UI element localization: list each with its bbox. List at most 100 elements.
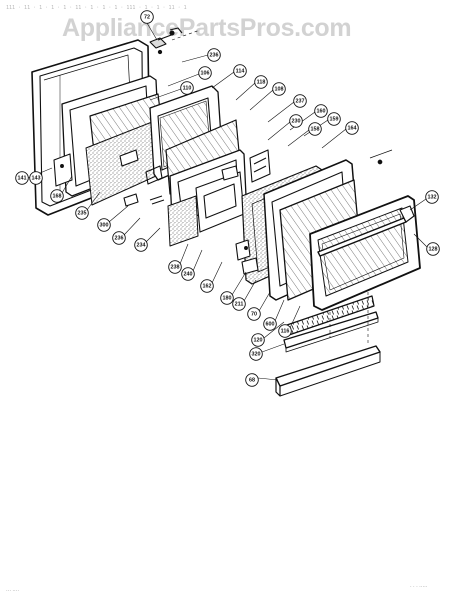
callout-circle bbox=[220, 291, 234, 305]
callout-c70: 70 bbox=[247, 307, 261, 321]
callout-label: 168 bbox=[53, 193, 62, 199]
leader-lines bbox=[27, 22, 428, 381]
leader-line bbox=[145, 227, 161, 243]
callout-circle bbox=[29, 171, 43, 185]
leader-line bbox=[231, 271, 247, 296]
callout-circle bbox=[180, 81, 194, 95]
callout-c72: 72 bbox=[140, 10, 154, 24]
callout-c132: 132 bbox=[425, 190, 439, 204]
bottom-trim-68 bbox=[275, 345, 381, 397]
callout-label: 240 bbox=[184, 271, 193, 277]
leader-line bbox=[267, 101, 295, 123]
leader-line bbox=[257, 377, 279, 381]
callout-label: 108 bbox=[275, 86, 284, 92]
callout-c600: 600 bbox=[263, 317, 277, 331]
callout-label: 162 bbox=[203, 283, 212, 289]
callout-c160: 160 bbox=[314, 104, 328, 118]
leader-line bbox=[149, 88, 182, 101]
callout-label: 110 bbox=[183, 85, 192, 91]
callout-c120: 120 bbox=[251, 333, 265, 347]
header-noise-text: 111 · 11 · 1 · 1 · 1 · 11 · 1 · 1 · 1 · … bbox=[6, 5, 187, 11]
callout-circle bbox=[75, 206, 89, 220]
callout-label: 128 bbox=[429, 246, 438, 252]
callout-c238: 238 bbox=[168, 260, 182, 274]
callout-circle bbox=[254, 75, 268, 89]
callout-circle bbox=[50, 189, 64, 203]
leader-line bbox=[243, 279, 257, 302]
watermark: AppliancePartsPros.com bbox=[62, 14, 352, 42]
callout-label: 120 bbox=[254, 337, 263, 343]
callout-c159: 159 bbox=[327, 112, 341, 126]
callout-c234: 234 bbox=[134, 238, 148, 252]
latch-parts bbox=[119, 149, 165, 207]
callout-label: 164 bbox=[348, 125, 357, 131]
callout-c237: 237 bbox=[293, 94, 307, 108]
callout-circle bbox=[327, 112, 341, 126]
callout-circle bbox=[251, 333, 265, 347]
callout-c300: 300 bbox=[97, 218, 111, 232]
callout-c116: 116 bbox=[278, 324, 292, 338]
callout-c236a: 236 bbox=[207, 48, 221, 62]
callout-circle bbox=[198, 66, 212, 80]
leader-line bbox=[409, 198, 427, 211]
callout-circle bbox=[263, 317, 277, 331]
side-bracket-168 bbox=[53, 153, 73, 187]
callout-circle bbox=[425, 190, 439, 204]
callout-c320: 320 bbox=[249, 347, 263, 361]
footer-right-text: · · · ····· bbox=[410, 584, 428, 590]
leader-line bbox=[287, 129, 310, 147]
leader-line bbox=[146, 22, 158, 41]
callout-c106: 106 bbox=[198, 66, 212, 80]
callout-c141: 141 bbox=[15, 171, 29, 185]
callout-circle bbox=[232, 297, 246, 311]
callout-circle bbox=[233, 64, 247, 78]
callout-label: 237 bbox=[296, 98, 305, 104]
leader-line bbox=[321, 128, 347, 149]
callout-c128: 128 bbox=[426, 242, 440, 256]
callout-circle bbox=[247, 307, 261, 321]
alignment-dashes bbox=[171, 29, 369, 344]
callout-c68: 68 bbox=[245, 373, 259, 387]
callout-label: 600 bbox=[266, 321, 275, 327]
callout-label: 234 bbox=[137, 242, 146, 248]
leader-line bbox=[167, 73, 200, 87]
callout-circle bbox=[293, 94, 307, 108]
leader-line bbox=[108, 205, 129, 223]
leader-line bbox=[289, 305, 301, 329]
callout-circle bbox=[134, 238, 148, 252]
callout-c164: 164 bbox=[345, 121, 359, 135]
kick-plate-320 bbox=[283, 311, 379, 353]
callout-label: 320 bbox=[252, 351, 261, 357]
callout-circle bbox=[289, 114, 303, 128]
leader-line bbox=[211, 71, 235, 89]
callout-c118: 118 bbox=[254, 75, 268, 89]
leader-line bbox=[258, 291, 271, 312]
callout-c236b: 236 bbox=[112, 231, 126, 245]
callout-label: 300 bbox=[100, 222, 109, 228]
callout-label: 160 bbox=[317, 108, 326, 114]
callout-circle bbox=[168, 260, 182, 274]
callout-label: 106 bbox=[201, 70, 210, 76]
callout-circle bbox=[200, 279, 214, 293]
hinge-assembly-180 bbox=[235, 239, 259, 275]
callout-label: 236 bbox=[210, 52, 219, 58]
callout-c114: 114 bbox=[233, 64, 247, 78]
callout-c235: 235 bbox=[75, 206, 89, 220]
callout-circle bbox=[308, 122, 322, 136]
leader-line bbox=[413, 233, 428, 248]
callout-label: 132 bbox=[428, 194, 437, 200]
callout-c240: 240 bbox=[181, 267, 195, 281]
callout-circle bbox=[140, 10, 154, 24]
callout-label: 114 bbox=[236, 68, 245, 74]
footer-left-text: ··· ···· bbox=[6, 588, 19, 594]
callout-circle bbox=[97, 218, 111, 232]
leader-line bbox=[192, 249, 203, 272]
callout-label: 159 bbox=[330, 116, 339, 122]
callout-circle bbox=[181, 267, 195, 281]
callout-circle bbox=[15, 171, 29, 185]
callout-circle bbox=[278, 324, 292, 338]
callout-c158: 158 bbox=[308, 122, 322, 136]
callout-circle bbox=[249, 347, 263, 361]
